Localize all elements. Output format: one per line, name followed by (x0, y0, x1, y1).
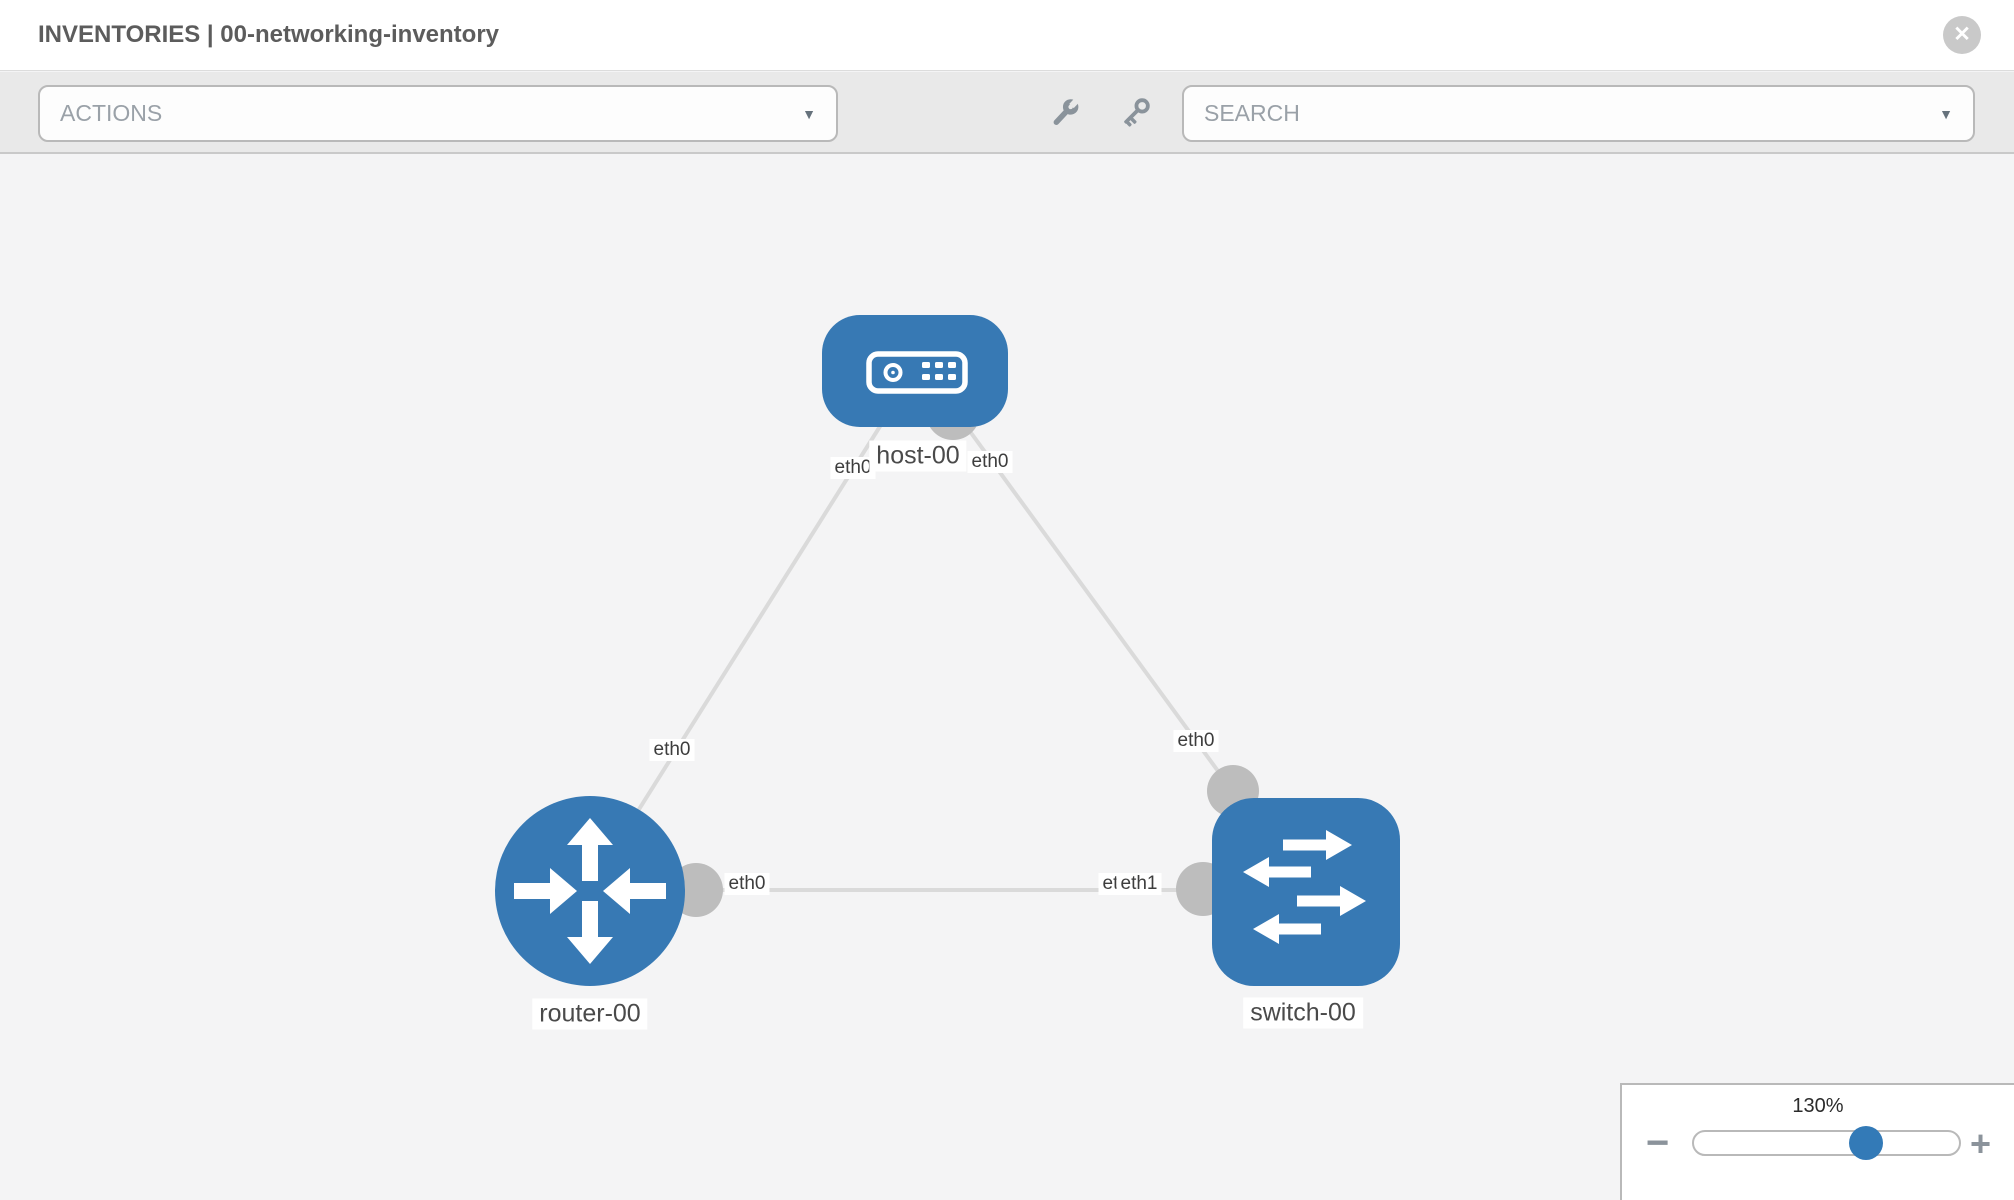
node-label-router: router-00 (532, 998, 648, 1030)
wrench-icon[interactable] (1046, 94, 1084, 132)
zoom-panel: 130% − + (1620, 1083, 2014, 1200)
interface-label: eth0 (1173, 730, 1219, 752)
interface-label: eth1 (1116, 873, 1162, 895)
host-icon (866, 351, 968, 394)
chevron-down-icon: ▼ (1939, 105, 1953, 122)
close-icon: ✕ (1953, 23, 1971, 46)
actions-dropdown-label: ACTIONS (60, 100, 163, 126)
chevron-down-icon: ▼ (802, 105, 816, 122)
node-switch[interactable] (1212, 798, 1400, 986)
interface-label: eth0 (967, 451, 1013, 473)
close-button[interactable]: ✕ (1943, 16, 1981, 54)
interface-label: eth0 (830, 457, 876, 479)
node-label-host: host-00 (869, 440, 967, 472)
node-host[interactable] (822, 315, 1008, 427)
key-icon[interactable] (1116, 94, 1154, 132)
zoom-slider-track[interactable] (1692, 1126, 1961, 1160)
node-label-switch: switch-00 (1243, 997, 1363, 1029)
zoom-in-button[interactable]: + (1970, 1123, 1992, 1164)
zoom-slider-handle[interactable] (1849, 1126, 1883, 1160)
interface-label: eth0 (724, 873, 770, 895)
toolbar: ACTIONS ▼ SEARCH ▼ (0, 72, 2014, 154)
interface-label: eth0 (649, 739, 695, 761)
search-dropdown[interactable]: SEARCH ▼ (1182, 85, 1975, 142)
actions-dropdown[interactable]: ACTIONS ▼ (38, 85, 838, 142)
switch-icon (1243, 830, 1366, 944)
zoom-out-button[interactable]: − (1646, 1121, 1670, 1165)
header: INVENTORIES | 00-networking-inventory ✕ (0, 0, 2014, 71)
topology-canvas[interactable] (0, 156, 2014, 1200)
zoom-level: 130% (1792, 1095, 1844, 1117)
page-title: INVENTORIES | 00-networking-inventory (38, 21, 500, 48)
router-icon (514, 818, 666, 964)
search-dropdown-label: SEARCH (1204, 100, 1300, 126)
node-router[interactable] (495, 796, 685, 986)
